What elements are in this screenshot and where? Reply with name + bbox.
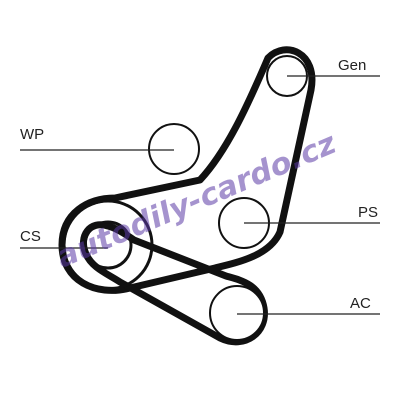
crankshaft-inner-pulley: [83, 220, 133, 270]
ac-compressor-pulley: [209, 285, 265, 341]
cs-label: CS: [20, 228, 41, 245]
main-belt: [58, 46, 316, 294]
water-pump-pulley: [148, 123, 200, 175]
ps-label: PS: [358, 204, 378, 221]
crankshaft-outer-pulley: [62, 199, 154, 291]
wp-label: WP: [20, 126, 44, 143]
ac-label: AC: [350, 295, 371, 312]
gen-label: Gen: [338, 57, 366, 74]
